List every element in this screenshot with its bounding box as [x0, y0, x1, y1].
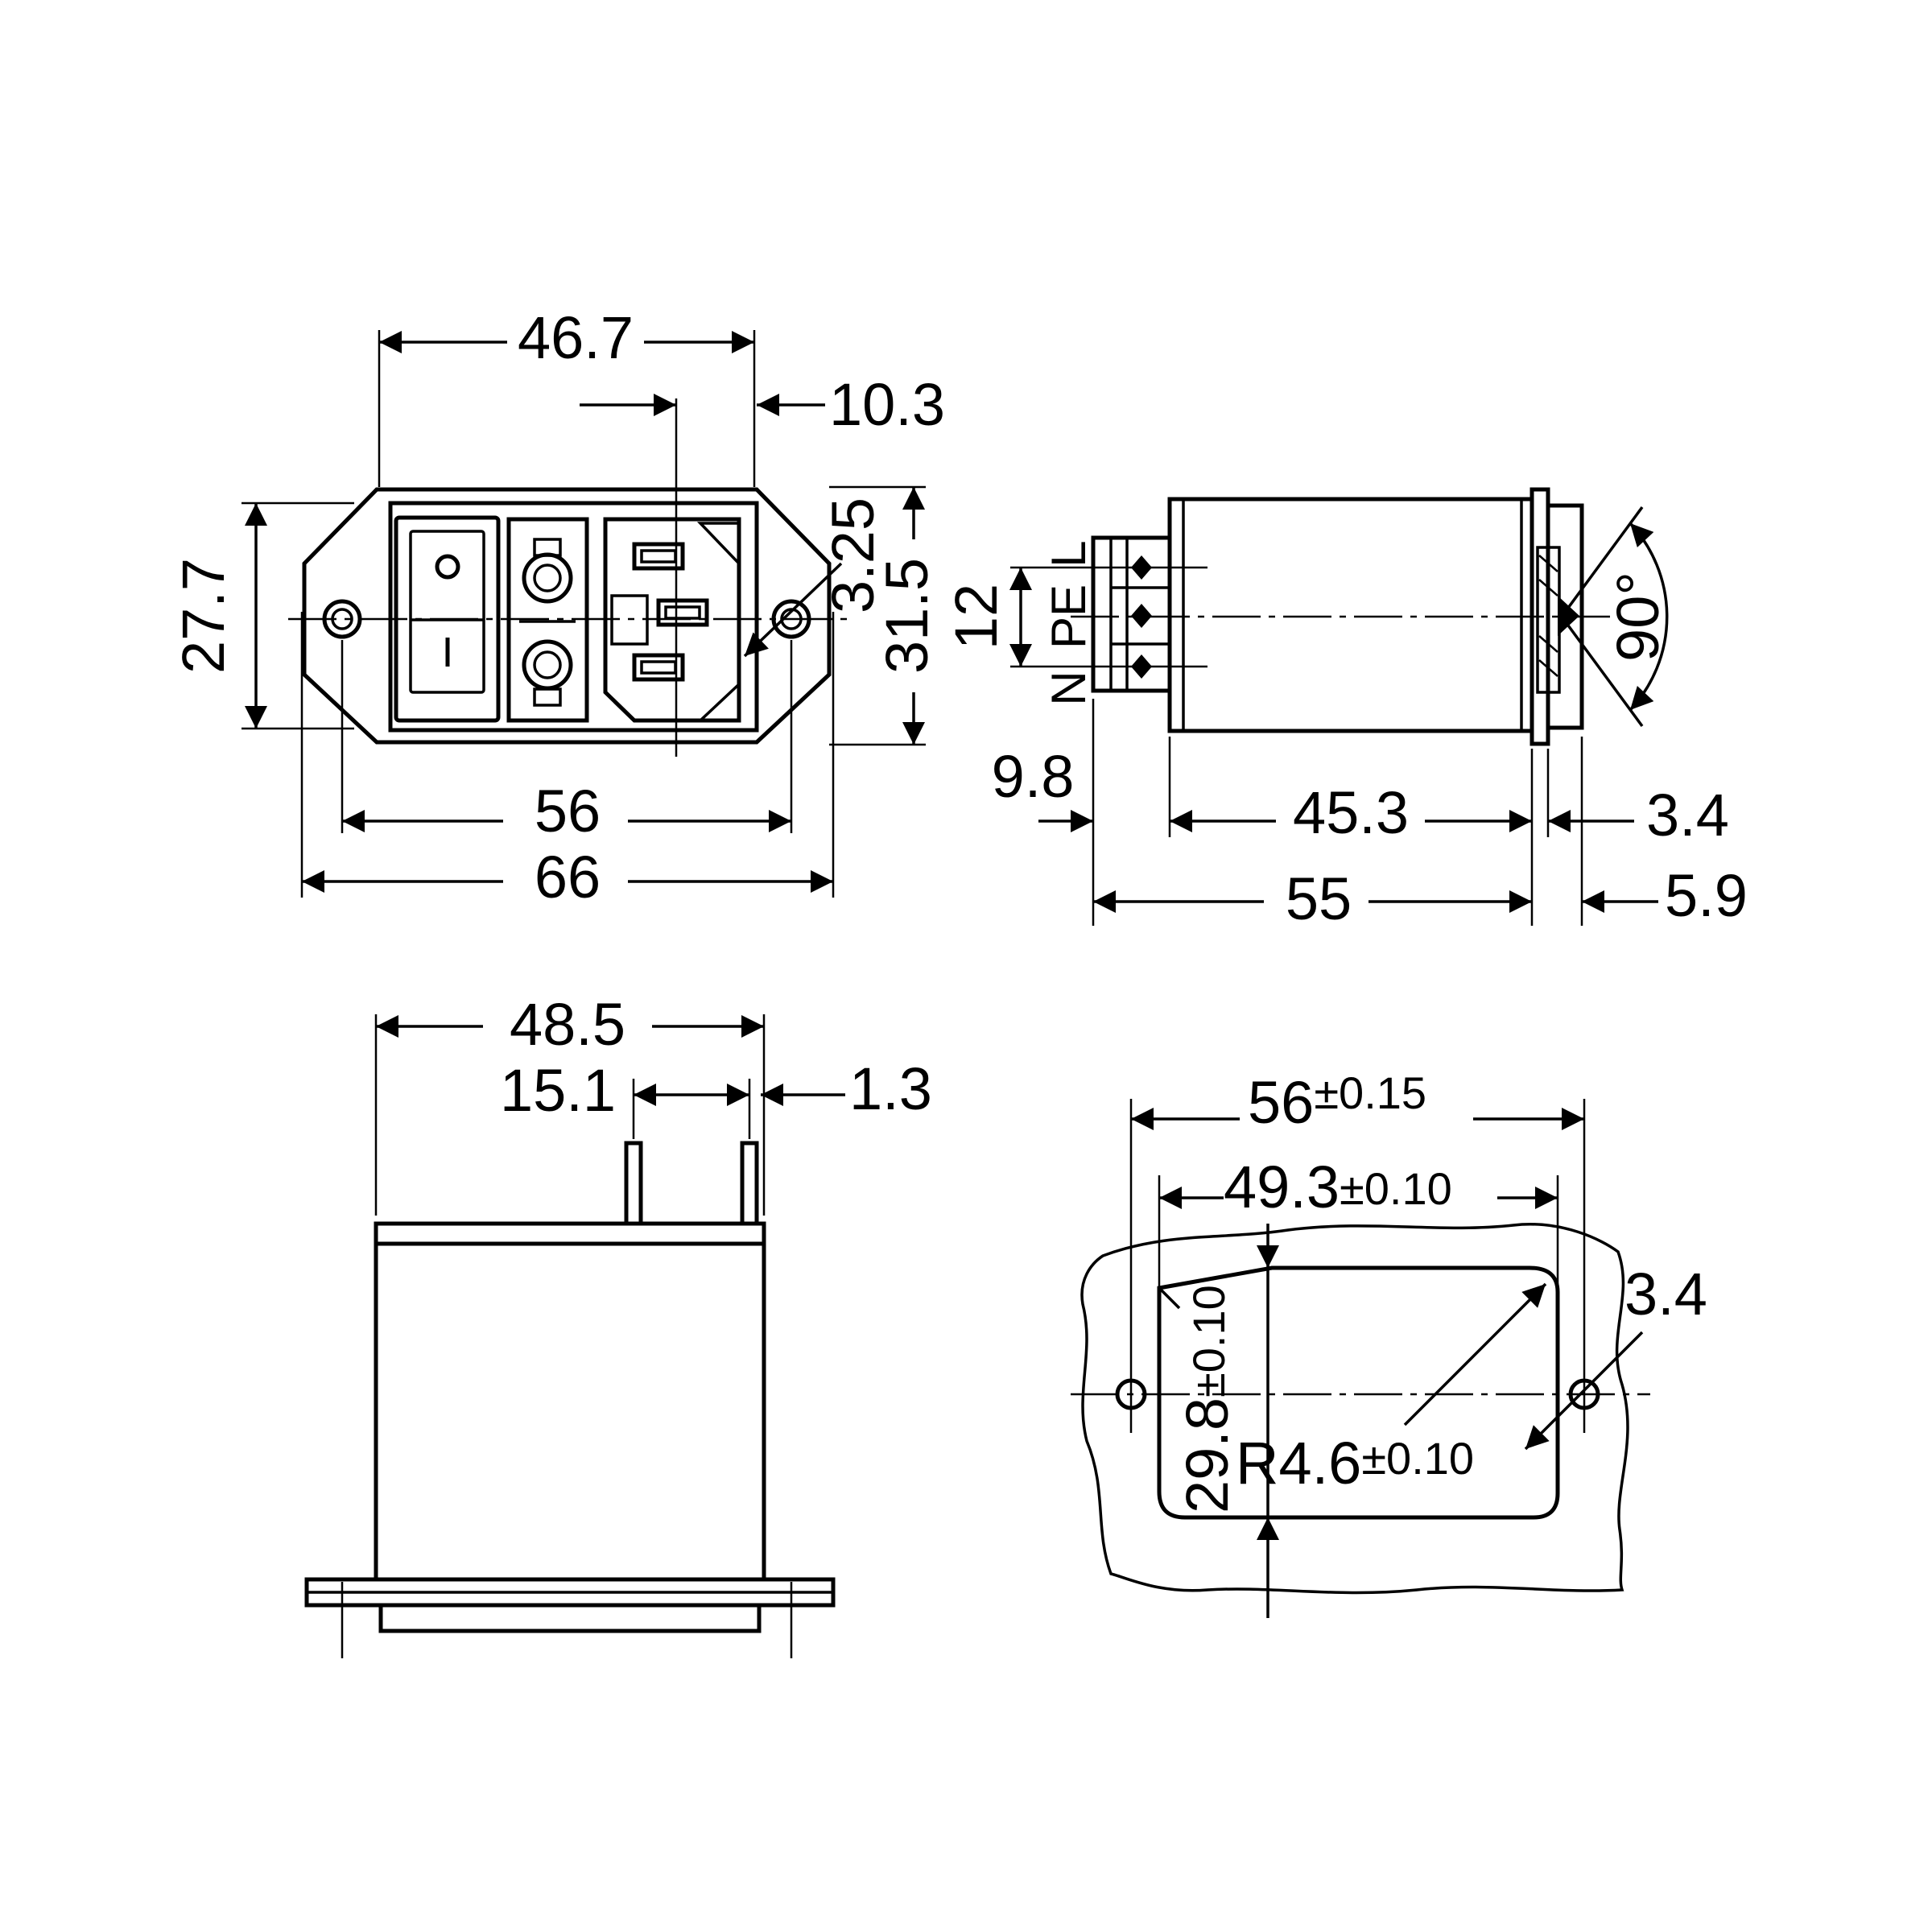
dim-side-5-9: 5.9 — [1665, 862, 1748, 929]
radius-leader — [1403, 1282, 1547, 1426]
fuse-bottom-cap — [522, 639, 573, 691]
dim-cutout-56: 56±0.15 — [1248, 1067, 1426, 1136]
top-front-lip — [378, 1603, 762, 1633]
switch-rocker — [409, 530, 485, 694]
dim-side-3-4: 3.4 — [1646, 782, 1729, 848]
dim-front-10-3: 10.3 — [829, 371, 945, 438]
terminal-block — [1091, 535, 1208, 693]
dim-top-15-1: 15.1 — [500, 1057, 616, 1124]
dim-cutout-3-4: 3.4 — [1624, 1261, 1707, 1327]
panel-break-outline — [1080, 1223, 1629, 1595]
terminal-housing — [1091, 535, 1172, 693]
switch-off-mark — [435, 554, 460, 580]
top-body — [374, 1221, 766, 1582]
dim-front-31-5: 31.5 — [873, 558, 940, 674]
dim-side-angle: 90° — [1604, 572, 1671, 662]
panel-cutout-view: 56±0.15 49.3±0.10 29.8±0.10 R4.6±0.10 3.… — [1071, 1067, 1707, 1618]
top-view: 48.5 15.1 1.3 — [304, 991, 932, 1658]
dim-side-12: 12 — [943, 584, 1009, 650]
front-body — [388, 501, 759, 733]
inlet-pin-n — [632, 653, 685, 682]
top-pin-left — [624, 1141, 643, 1226]
front-view: 46.7 10.3 27.7 31.5 3.25 56 66 — [170, 304, 945, 910]
top-pin-right — [740, 1141, 759, 1226]
dim-side-55: 55 — [1286, 865, 1352, 932]
inlet-pin-l — [632, 542, 685, 571]
side-body — [1167, 497, 1534, 733]
inlet-frame — [603, 517, 741, 723]
top-body-rim — [374, 1221, 766, 1246]
side-view: 90° L PE N 12 9.8 45.3 3.4 55 5.9 — [943, 487, 1748, 932]
dim-cutout-radius: R4.6±0.10 — [1236, 1430, 1474, 1496]
dim-front-46-7: 46.7 — [518, 304, 634, 371]
inlet-pin-pe — [656, 598, 709, 627]
dim-side-9-8: 9.8 — [992, 743, 1075, 810]
angle-line-top — [1560, 506, 1644, 618]
front-flange-outline — [302, 487, 832, 745]
dim-cutout-29-8: 29.8±0.10 — [1174, 1285, 1241, 1513]
dim-front-27-7: 27.7 — [170, 558, 237, 674]
angle-arc — [1629, 522, 1669, 712]
dim-side-45-3: 45.3 — [1293, 779, 1409, 846]
dim-top-1-3: 1.3 — [849, 1055, 932, 1122]
terminal-label-n: N — [1042, 671, 1096, 705]
dim-front-56: 56 — [535, 778, 601, 844]
dim-cutout-49-3: 49.3±0.10 — [1224, 1154, 1452, 1220]
angle-line-bottom — [1560, 615, 1644, 728]
dim-top-48-5: 48.5 — [510, 991, 625, 1058]
terminal-label-l: L — [1042, 540, 1096, 567]
cutout-opening — [1157, 1265, 1560, 1520]
terminal-label-pe: PE — [1042, 584, 1096, 649]
dim-front-66: 66 — [535, 844, 601, 910]
dim-front-3-25: 3.25 — [819, 497, 886, 613]
fuse-top-cap — [522, 552, 573, 604]
